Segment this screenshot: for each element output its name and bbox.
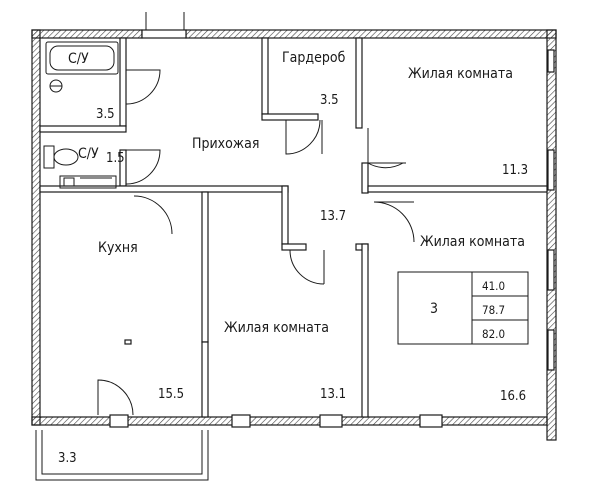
doors xyxy=(97,69,415,416)
total-area-value: 78.7 xyxy=(482,303,505,317)
rooms-count: 3 xyxy=(430,301,438,317)
living3-area: 13.1 xyxy=(320,387,346,402)
living3-name: Жилая комната xyxy=(224,320,329,336)
info-values: 3 41.0 78.7 82.0 xyxy=(430,279,505,341)
windows xyxy=(109,414,443,428)
living-area-value: 41.0 xyxy=(482,279,505,293)
kitchen-area: 15.5 xyxy=(158,387,184,402)
bath1-area: 3.5 xyxy=(96,107,115,122)
interior-walls xyxy=(39,37,548,418)
entrance xyxy=(141,12,187,39)
wardrobe-area: 3.5 xyxy=(320,93,339,108)
outer-walls xyxy=(31,29,557,441)
bathtub xyxy=(45,41,119,93)
hall-name: Прихожая xyxy=(192,136,259,152)
living1-area: 11.3 xyxy=(502,163,528,178)
toilet xyxy=(43,145,79,169)
balcony xyxy=(35,430,209,481)
living2-name: Жилая комната xyxy=(420,234,525,250)
room-labels: С/У 3.5 С/У 1.5 Гардероб 3.5 Прихожая 13… xyxy=(58,50,528,466)
bath2-area: 1.5 xyxy=(106,151,125,166)
living1-name: Жилая комната xyxy=(408,66,513,82)
wardrobe-name: Гардероб xyxy=(282,50,346,66)
bath2-name: С/У xyxy=(78,146,99,162)
bath1-name: С/У xyxy=(68,51,89,67)
kitchen-counter xyxy=(59,175,117,189)
apartment-info-table xyxy=(397,271,529,345)
living2-area: 16.6 xyxy=(500,389,526,404)
total-with-balcony-value: 82.0 xyxy=(482,327,505,341)
balcony-area: 3.3 xyxy=(58,451,77,466)
kitchen-name: Кухня xyxy=(98,240,138,256)
hall-area: 13.7 xyxy=(320,209,346,224)
